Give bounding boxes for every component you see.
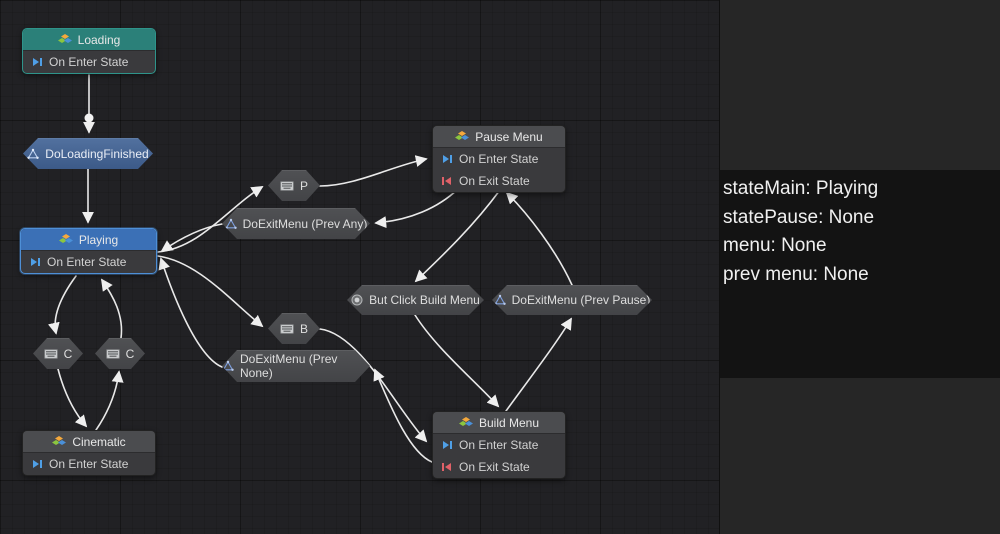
state-node-cinematic[interactable]: Cinematic On Enter State [22,430,156,476]
enter-state-icon [29,256,41,268]
state-node-title: Playing [78,232,119,247]
script-graph-icon [225,218,237,230]
state-node-loading[interactable]: Loading On Enter State [22,28,156,74]
debug-line-state-pause: statePause: None [723,206,875,228]
enter-state-icon [31,458,43,470]
state-node-header: Playing [21,229,156,251]
enter-state-icon [31,56,43,68]
state-graph-icon [455,131,470,142]
on-enter-state-label: On Enter State [47,255,127,269]
state-graph-canvas[interactable]: Loading On Enter State DoLoadingFinished [0,0,719,534]
transition-label: P [299,178,308,193]
debug-line-state-main: stateMain: Playing [723,178,879,199]
game-view-panel: stateMain: Playing statePause: None menu… [719,0,1000,534]
on-enter-state-label: On Enter State [49,457,129,471]
state-node-header: Pause Menu [433,126,565,148]
transition-node-but-click-build-menu[interactable]: But Click Build Menu [347,285,484,315]
on-exit-state-label: On Exit State [459,460,530,474]
transition-label: But Click Build Menu [369,293,480,307]
exit-state-icon [441,461,453,473]
debug-line-menu: menu: None [723,235,827,256]
on-exit-state-label: On Exit State [459,174,530,188]
keyboard-icon [44,349,58,359]
state-node-playing[interactable]: Playing On Enter State [20,228,157,274]
transition-label: B [299,321,308,336]
transition-node-doexitmenu-prev-any[interactable]: DoExitMenu (Prev Any) [222,208,370,239]
state-node-title: Loading [77,32,121,47]
transition-label: C [125,346,135,361]
keyboard-icon [280,324,294,334]
on-enter-state-label: On Enter State [459,438,539,452]
transition-node-doexitmenu-prev-pause[interactable]: DoExitMenu (Prev Pause) [492,285,652,315]
transition-label: DoLoadingFinished [45,146,149,161]
on-enter-state-row[interactable]: On Enter State [23,51,155,73]
state-node-header: Cinematic [23,431,155,453]
on-enter-state-row[interactable]: On Enter State [23,453,155,475]
ui-button-icon [351,294,363,306]
transition-label: DoExitMenu (Prev Pause) [511,293,651,307]
state-node-pause-menu[interactable]: Pause Menu On Enter State On Exit State [432,125,566,193]
state-node-title: Build Menu [478,415,540,430]
transition-label: DoExitMenu (Prev None) [240,352,338,380]
on-enter-state-row[interactable]: On Enter State [433,148,565,170]
connection-wires [47,74,573,463]
transition-label: DoExitMenu (Prev Any) [242,216,368,231]
on-enter-state-label: On Enter State [459,152,539,166]
state-node-header: Loading [23,29,155,51]
enter-state-icon [441,439,453,451]
transition-node-doloadingfinished[interactable]: DoLoadingFinished [23,138,153,169]
debug-overlay: stateMain: Playing statePause: None menu… [720,170,1000,378]
state-graph-icon [458,417,473,428]
state-graph-icon [57,34,72,45]
state-node-header: Build Menu [433,412,565,434]
exit-state-icon [441,175,453,187]
on-enter-state-label: On Enter State [49,55,129,69]
state-graph-icon [52,436,67,447]
enter-state-icon [441,153,453,165]
on-exit-state-row[interactable]: On Exit State [433,170,565,192]
state-node-title: Cinematic [72,434,126,449]
state-node-title: Pause Menu [475,129,543,144]
transition-label: C [63,346,73,361]
keyboard-icon [106,349,120,359]
on-exit-state-row[interactable]: On Exit State [433,456,565,478]
state-graph-icon [58,234,73,245]
script-graph-icon [27,148,39,160]
on-enter-state-row[interactable]: On Enter State [21,251,156,273]
wire-junction-dot [84,113,94,123]
keyboard-icon [280,181,294,191]
state-node-build-menu[interactable]: Build Menu On Enter State On Exit State [432,411,566,479]
on-enter-state-row[interactable]: On Enter State [433,434,565,456]
debug-line-prev-menu: prev menu: None [723,263,869,285]
transition-node-doexitmenu-prev-none[interactable]: DoExitMenu (Prev None) [222,350,370,382]
